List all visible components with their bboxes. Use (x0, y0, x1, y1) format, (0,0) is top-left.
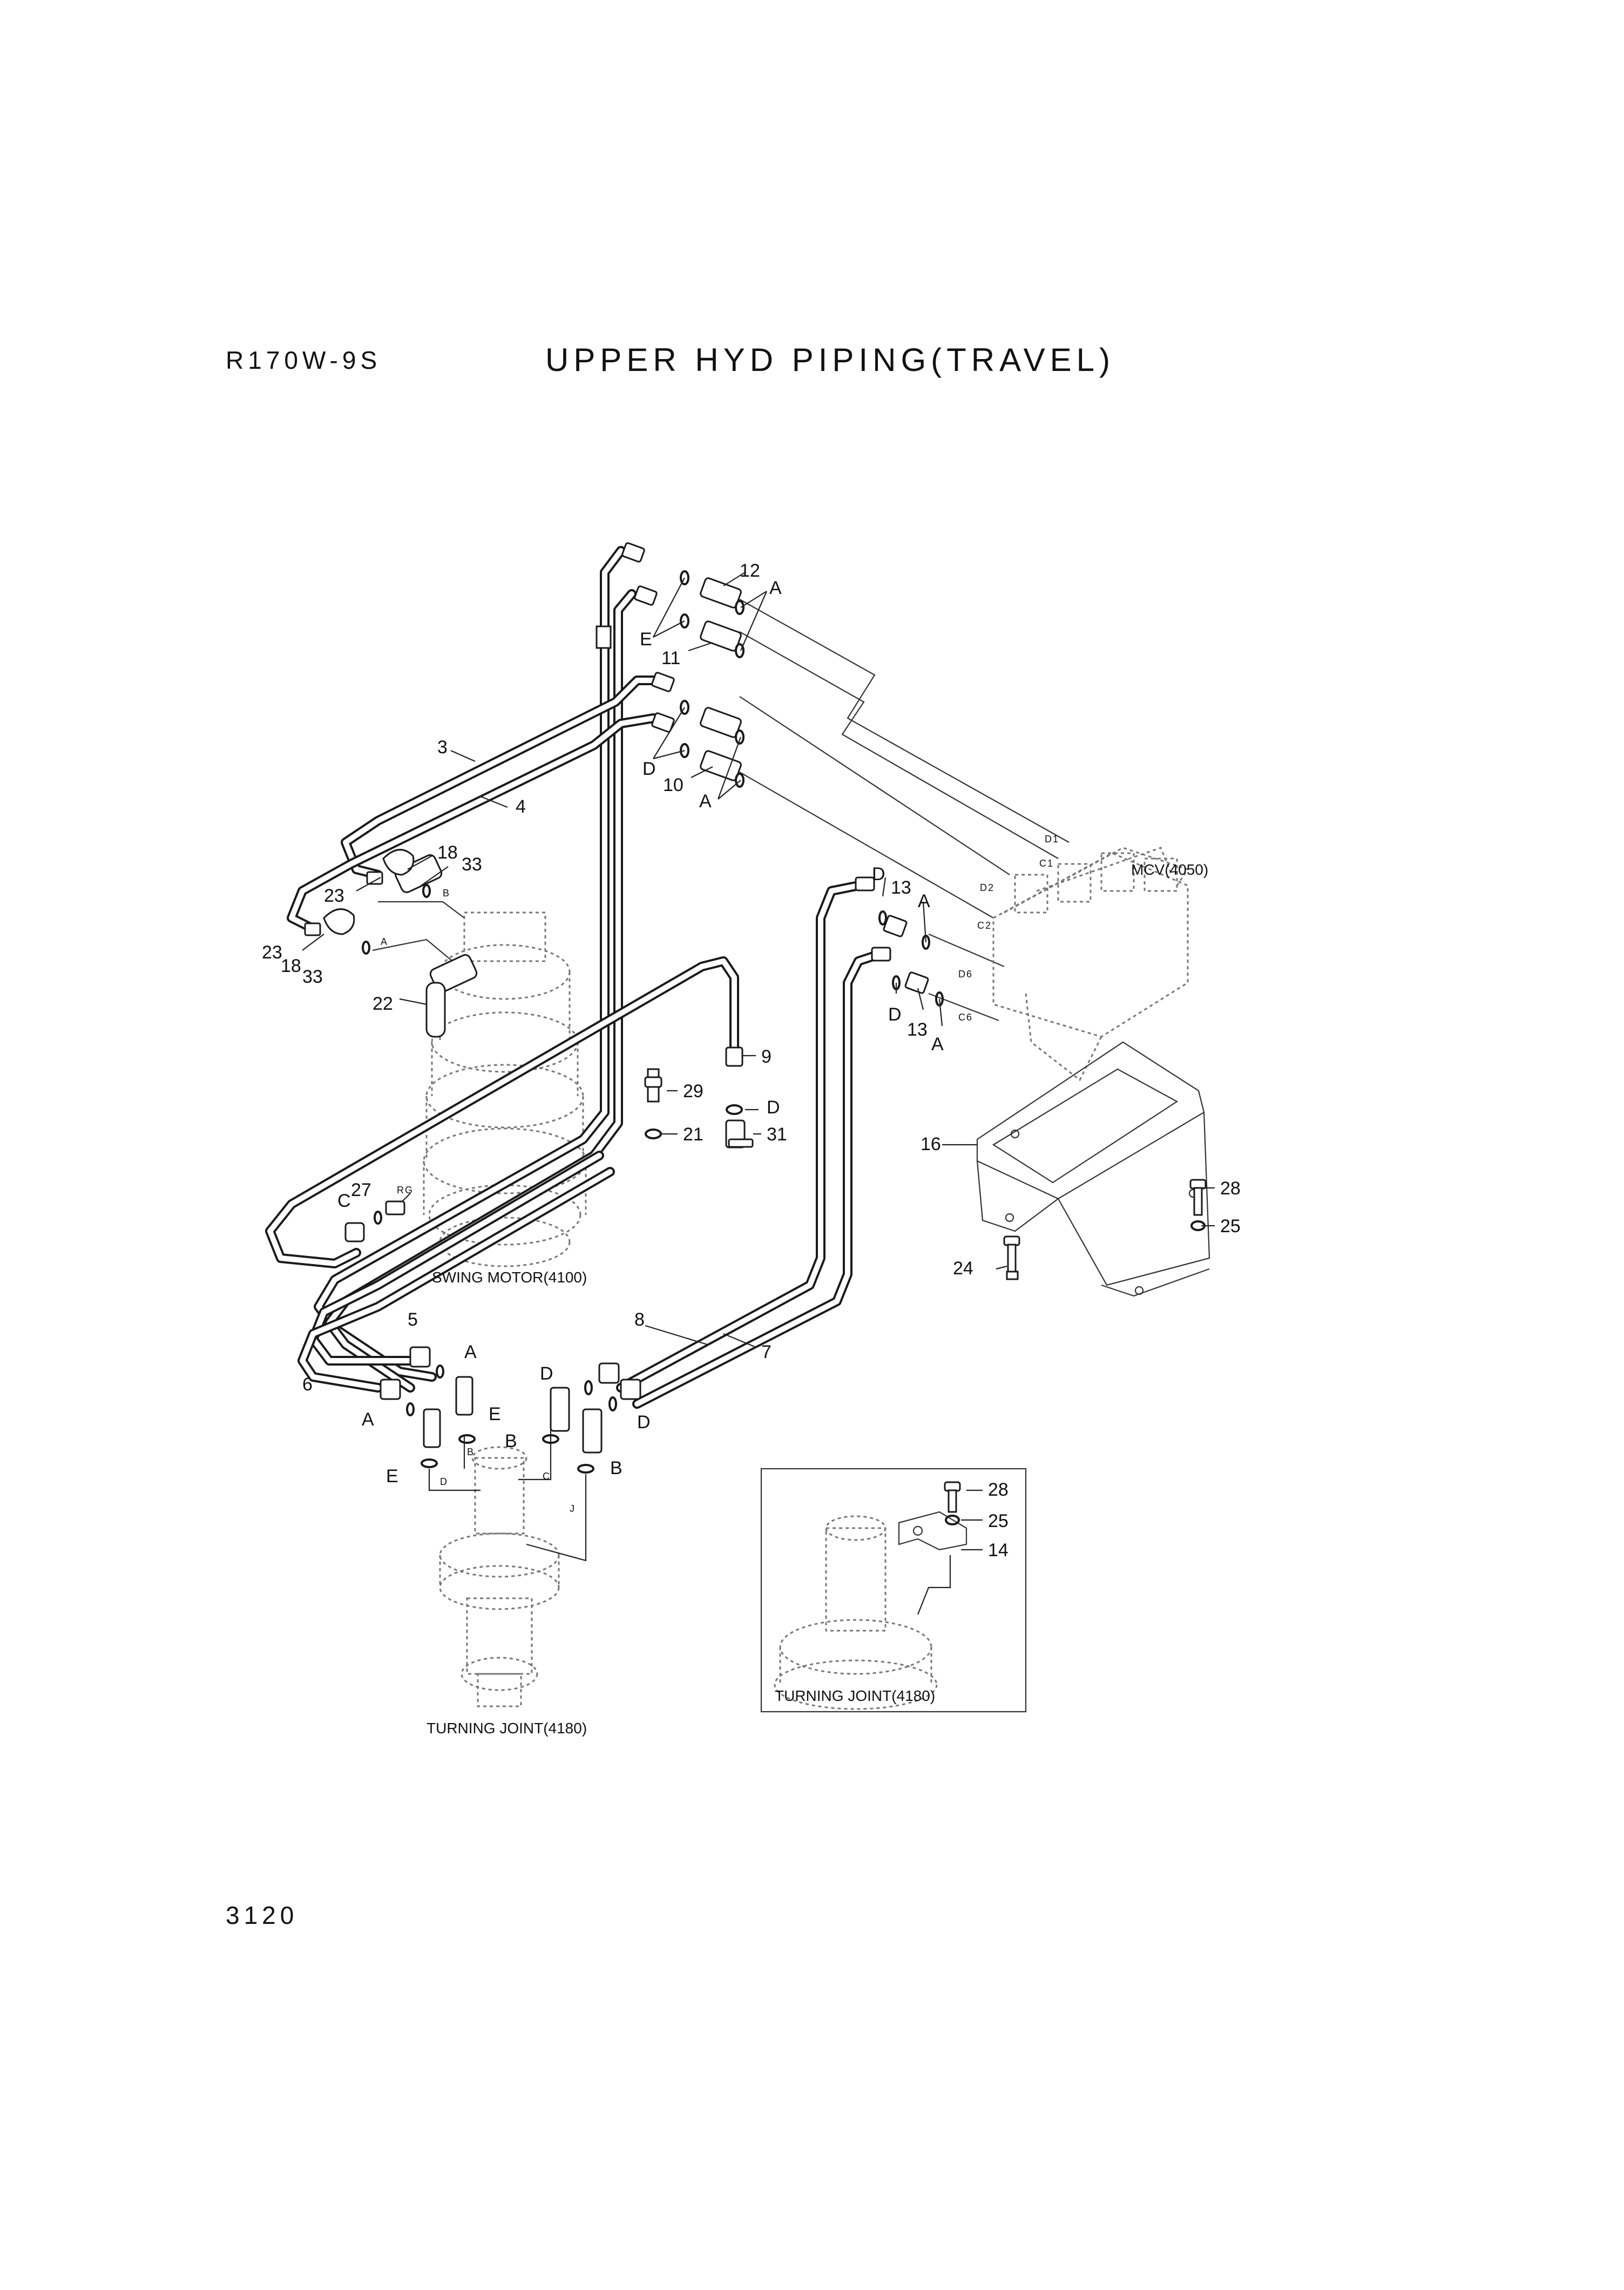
callout-16: 16 (921, 1134, 941, 1154)
letter-d-3: D (888, 1004, 902, 1025)
callout-22: 22 (373, 994, 393, 1014)
letter-c-1: C (337, 1191, 351, 1211)
pipe-9 (265, 956, 739, 1268)
callout-23-upper: 23 (324, 886, 344, 906)
inset-detail-box (760, 1468, 1027, 1713)
callout-18-lower: 18 (281, 956, 301, 976)
callout-13-upper: 13 (891, 877, 911, 898)
port-tj-c: C (543, 1471, 551, 1482)
letter-d-dd: D (767, 1097, 780, 1118)
callout-3: 3 (437, 737, 448, 758)
letter-a-1: A (769, 578, 782, 598)
leader-lines (302, 572, 1215, 1551)
component-captions: MCV(4050) SWING MOTOR(4100) TURNING JOIN… (427, 861, 1208, 1737)
callout-5: 5 (408, 1309, 418, 1330)
connection-letters: A E D A D A D A C D A A E E D B D B (337, 578, 944, 1487)
port-tj-j: J (570, 1503, 576, 1514)
mcv-block (992, 847, 1189, 1082)
letter-d-5: D (637, 1412, 651, 1433)
port-c2: C2 (977, 920, 992, 931)
callout-14: 14 (988, 1540, 1009, 1561)
letter-e-2: E (489, 1404, 501, 1424)
callout-33-upper: 33 (462, 854, 482, 875)
bolts (644, 1076, 1207, 1280)
port-tj-d: D (440, 1476, 448, 1487)
letter-d-2: D (872, 864, 885, 884)
callout-11: 11 (661, 648, 680, 668)
callout-numbers: 12 11 10 3 4 18 33 23 23 18 33 22 9 29 2… (262, 560, 1241, 1561)
callout-6: 6 (302, 1374, 313, 1395)
callout-25: 25 (1220, 1216, 1241, 1237)
port-d1: D1 (1045, 834, 1059, 845)
callout-27: 27 (351, 1180, 371, 1200)
callout-12: 12 (740, 560, 760, 581)
port-d6: D6 (958, 969, 973, 980)
callout-23-lower: 23 (262, 942, 282, 963)
turning-joint-caption: TURNING JOINT(4180) (427, 1720, 587, 1737)
letter-a-2: A (699, 791, 712, 812)
callout-8: 8 (634, 1309, 645, 1330)
port-d2: D2 (980, 882, 994, 893)
letter-a-5: A (464, 1342, 477, 1362)
port-c6: C6 (958, 1012, 973, 1023)
callout-28-inset: 28 (988, 1480, 1009, 1500)
letter-e-3: E (386, 1466, 398, 1487)
callout-31: 31 (767, 1124, 787, 1145)
mcv-support-bracket (976, 1041, 1210, 1297)
callout-33-lower: 33 (302, 967, 323, 987)
port-c1: C1 (1039, 858, 1054, 869)
port-labels: D1 C1 D2 C2 D6 C6 B A RG B D C J (381, 834, 1059, 1514)
page-title: UPPER HYD PIPING(TRAVEL) (545, 342, 1115, 378)
callout-28: 28 (1220, 1178, 1241, 1199)
letter-a-3: A (918, 891, 930, 911)
pipes-3-4 (287, 675, 658, 934)
pipes-5-6 (297, 1151, 615, 1393)
callout-10: 10 (663, 775, 684, 795)
port-tj-b: B (467, 1447, 475, 1457)
letter-d-1: D (642, 759, 656, 779)
port-rg: RG (397, 1185, 414, 1195)
port-a: A (381, 936, 388, 947)
turning-joint (439, 1446, 560, 1707)
letter-d-4: D (540, 1363, 553, 1384)
callout-18-upper: 18 (437, 842, 458, 863)
callout-4: 4 (516, 796, 526, 817)
page-number: 3120 (226, 1901, 299, 1929)
model-number: R170W-9S (226, 346, 382, 374)
callout-29: 29 (683, 1081, 703, 1102)
letter-a-6: A (362, 1409, 374, 1430)
callout-21: 21 (683, 1124, 703, 1145)
port-b: B (443, 888, 450, 899)
letter-b-2: B (610, 1458, 622, 1478)
callout-13-lower: 13 (907, 1019, 928, 1040)
turning-joint-detail-caption: TURNING JOINT(4180) (775, 1687, 935, 1704)
letter-a-4: A (931, 1034, 944, 1055)
callout-7: 7 (761, 1342, 772, 1362)
letter-e-1: E (640, 629, 652, 650)
pipes-7-8 (616, 881, 879, 1409)
swing-motor-caption: SWING MOTOR(4100) (432, 1269, 587, 1286)
mcv-caption: MCV(4050) (1131, 861, 1208, 878)
clamps (323, 849, 415, 935)
letter-b-1: B (505, 1431, 517, 1451)
callout-9: 9 (761, 1046, 772, 1067)
callout-24: 24 (953, 1258, 973, 1279)
callout-25-inset: 25 (988, 1511, 1009, 1531)
reference-lines (372, 599, 1070, 1022)
